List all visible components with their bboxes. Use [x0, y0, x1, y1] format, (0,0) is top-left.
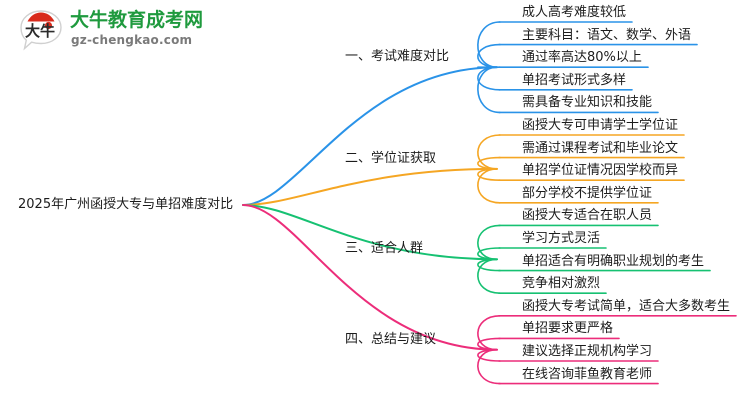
logo-brand-name: 大牛教育成考网	[70, 9, 204, 31]
branch-1-leaf[interactable]: 通过率高达80%以上	[522, 50, 642, 66]
branch-2-leaf[interactable]: 部分学校不提供学位证	[522, 185, 653, 201]
branch-2-leaf[interactable]: 函授大专可申请学士学位证	[522, 118, 679, 133]
branch-4-label[interactable]: 四、总结与建议	[345, 331, 437, 347]
branch-3-label[interactable]: 三、适合人群	[345, 241, 424, 257]
branch-1-leaf[interactable]: 成人高考难度较低	[522, 5, 627, 20]
branch-1-leaf[interactable]: 单招考试形式多样	[522, 72, 627, 88]
svg-text:大牛: 大牛	[25, 22, 55, 40]
mindmap-edges	[242, 21, 737, 385]
branch-4-leaf[interactable]: 函授大专考试简单，适合大多数考生	[522, 298, 731, 314]
branch-3-leaf[interactable]: 单招适合有明确职业规划的考生	[522, 253, 705, 269]
logo-brand-url: gz-chengkao.com	[71, 33, 193, 47]
branch-4-leaf[interactable]: 建议选择正规机构学习	[522, 344, 653, 359]
branch-1-label[interactable]: 一、考试难度对比	[345, 49, 450, 65]
site-logo: 大牛 大牛教育成考网 gz-chengkao.com	[18, 6, 208, 54]
branch-3-leaf[interactable]: 函授大专适合在职人员	[522, 208, 653, 224]
branch-1-leaf[interactable]: 主要科目：语文、数学、外语	[522, 27, 692, 43]
branch-4-leaf[interactable]: 单招要求更严格	[522, 321, 614, 337]
branch-2-leaf[interactable]: 单招学位证情况因学校而异	[522, 163, 679, 179]
branch-3-leaf[interactable]: 竞争相对激烈	[522, 276, 601, 292]
branch-2-label[interactable]: 二、学位证获取	[345, 150, 437, 166]
branch-1-leaf[interactable]: 需具备专业知识和技能	[522, 95, 653, 111]
root-node-label: 2025年广州函授大专与单招难度对比	[18, 197, 234, 212]
branch-4-leaf[interactable]: 在线咨询菲鱼教育老师	[522, 366, 653, 382]
logo-mark-icon: 大牛	[20, 10, 62, 51]
branch-3-leaf[interactable]: 学习方式灵活	[522, 231, 601, 246]
branch-2-leaf[interactable]: 需通过课程考试和毕业论文	[522, 140, 679, 156]
